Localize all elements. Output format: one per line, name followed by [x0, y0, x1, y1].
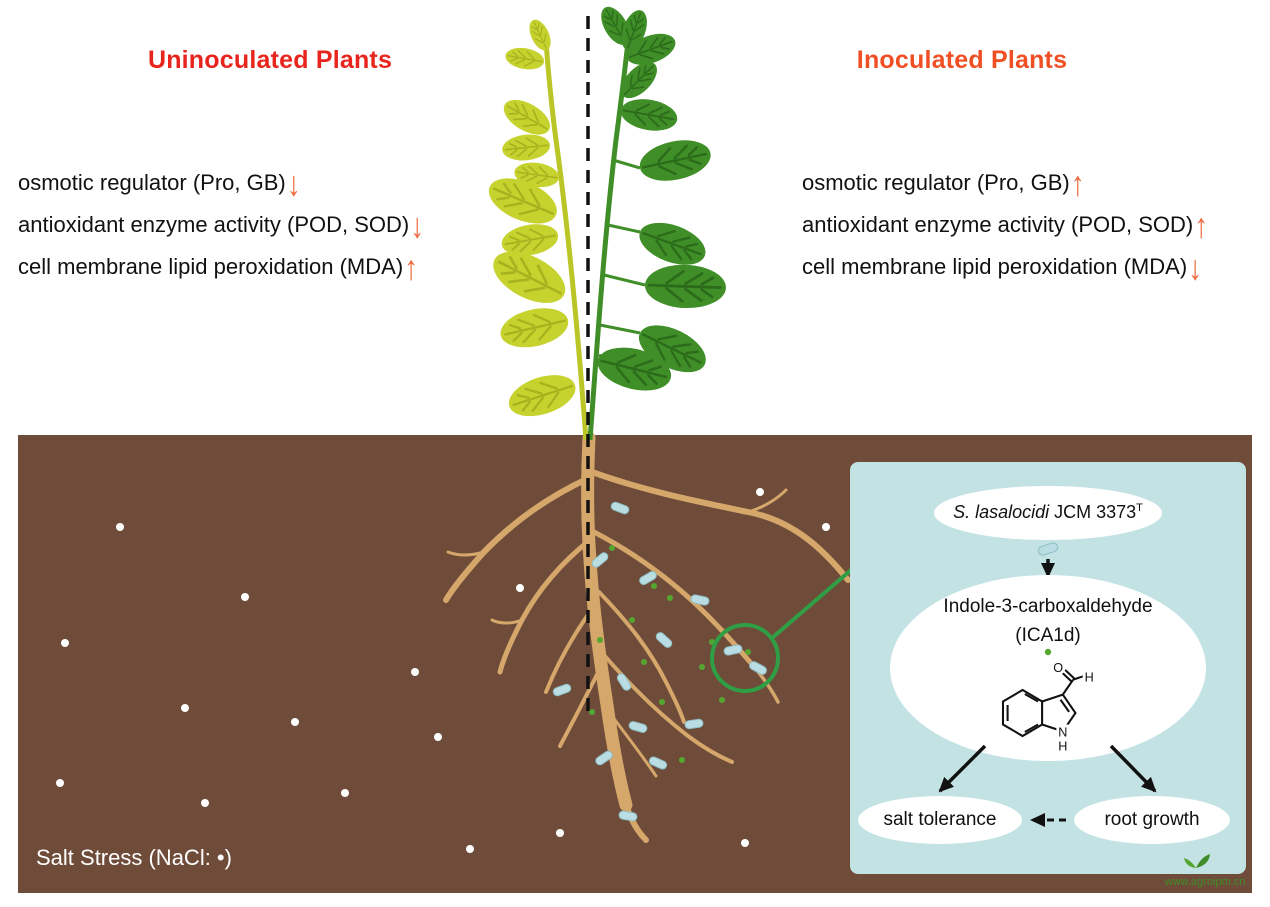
root-growth-label: root growth — [1104, 809, 1200, 830]
uninoculated-annotations: osmotic regulator (Pro, GB)↓ antioxidant… — [18, 166, 424, 285]
molecule-nh-label: H — [1058, 739, 1067, 753]
inset-species-ellipse — [934, 486, 1162, 540]
arrow-to-salt-tolerance — [938, 744, 987, 793]
salt-stress-label: Salt Stress (NaCl: •) — [36, 845, 232, 870]
salt-particles — [56, 488, 830, 853]
inset-panel: O H N H — [850, 462, 1246, 874]
watermark-logo-icon — [1184, 854, 1210, 868]
annotation-row: cell membrane lipid peroxidation (MDA)↑ — [18, 250, 424, 285]
annotation-text: osmotic regulator (Pro, GB) — [802, 170, 1070, 195]
species-type-superscript: T — [1136, 502, 1143, 514]
molecule-structure: O H N H — [1001, 658, 1097, 756]
molecule-h-label: H — [1085, 670, 1094, 684]
inoculated-title: Inoculated Plants — [856, 46, 1068, 74]
annotation-text: antioxidant enzyme activity (POD, SOD) — [802, 212, 1194, 237]
up-arrow-icon: ↑ — [404, 248, 419, 287]
annotation-row: antioxidant enzyme activity (POD, SOD)↑ — [802, 208, 1208, 243]
inoculated-annotations: osmotic regulator (Pro, GB)↑ antioxidant… — [802, 166, 1208, 285]
bacteria-species-label: S. lasalocidi JCM 3373T — [934, 502, 1162, 523]
inoculated-plant-leaves — [591, 1, 729, 399]
up-arrow-icon: ↑ — [1070, 164, 1085, 203]
annotation-text: osmotic regulator (Pro, GB) — [18, 170, 286, 195]
down-arrow-icon: ↓ — [286, 164, 301, 203]
annotation-row: osmotic regulator (Pro, GB)↓ — [18, 166, 424, 201]
annotation-text: cell membrane lipid peroxidation (MDA) — [18, 254, 404, 279]
compound-dot — [1044, 648, 1052, 656]
root-growth-ellipse — [1074, 796, 1230, 844]
annotation-row: cell membrane lipid peroxidation (MDA)↓ — [802, 250, 1208, 285]
down-arrow-icon: ↓ — [410, 206, 425, 245]
annotation-row: antioxidant enzyme activity (POD, SOD)↓ — [18, 208, 424, 243]
species-name-italic: S. lasalocidi — [953, 502, 1050, 522]
inset-compound-ellipse — [890, 575, 1206, 761]
uninoculated-title: Uninoculated Plants — [147, 46, 393, 74]
compound-name: Indole-3-carboxaldehyde — [943, 596, 1153, 617]
plant-stems — [543, 41, 631, 441]
annotation-text: cell membrane lipid peroxidation (MDA) — [802, 254, 1188, 279]
annotation-text: antioxidant enzyme activity (POD, SOD) — [18, 212, 410, 237]
down-arrow-icon: ↓ — [1188, 248, 1203, 287]
annotation-row: osmotic regulator (Pro, GB)↑ — [802, 166, 1208, 201]
compound-abbreviation: (ICA1d) — [1015, 625, 1081, 647]
salt-tolerance-label: salt tolerance — [883, 809, 997, 830]
molecule-o-label: O — [1053, 661, 1063, 675]
species-strain: JCM 3373 — [1049, 502, 1137, 522]
magnifier-circle — [710, 623, 780, 693]
magnifier-callout-line — [770, 568, 853, 640]
molecule-n-label: N — [1058, 726, 1067, 740]
compound-label: Indole-3-carboxaldehyde (ICA1d) — [890, 592, 1206, 651]
watermark-url: www.agroipm.cn — [1164, 876, 1246, 888]
salt-tolerance-ellipse — [858, 796, 1022, 844]
arrow-to-root-growth — [1109, 744, 1157, 793]
up-arrow-icon: ↑ — [1194, 206, 1209, 245]
